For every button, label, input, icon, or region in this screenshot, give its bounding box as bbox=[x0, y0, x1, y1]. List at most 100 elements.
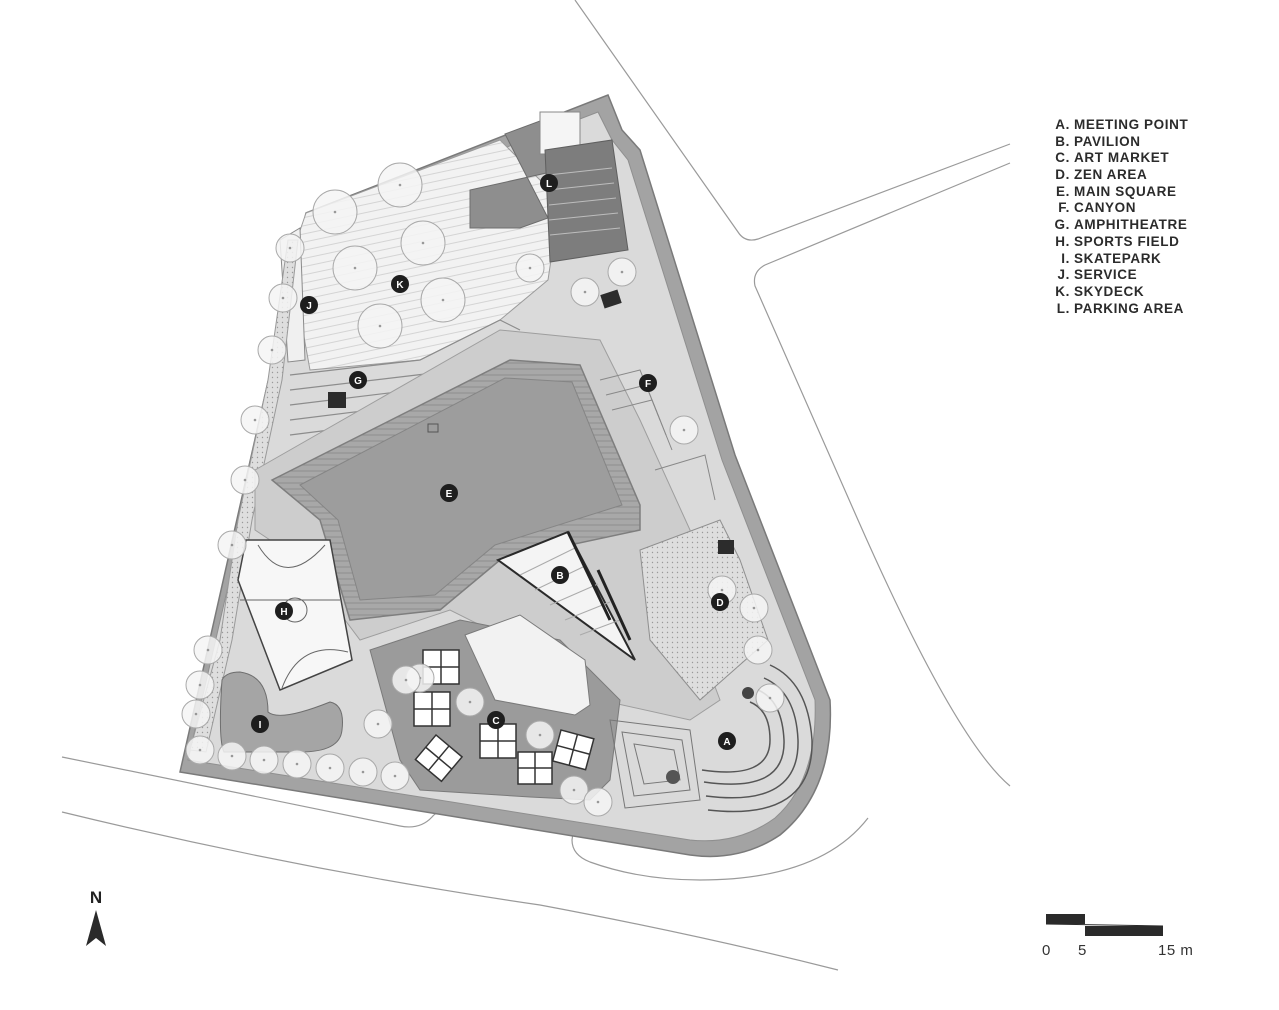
svg-text:I: I bbox=[259, 720, 262, 731]
tree-trunk bbox=[768, 696, 772, 700]
area-markers: A B C D E F G H I J K L bbox=[251, 174, 736, 750]
marker-I: I bbox=[251, 715, 269, 733]
tree-trunk bbox=[353, 266, 357, 270]
tree-trunk bbox=[198, 748, 202, 752]
pavilion bbox=[495, 530, 636, 661]
zen-stone bbox=[742, 687, 754, 699]
tree-trunk bbox=[682, 428, 686, 432]
legend-item: K.SKYDECK bbox=[1052, 284, 1188, 301]
tree-trunk bbox=[376, 722, 380, 726]
legend-key: E. bbox=[1056, 183, 1070, 199]
tree-trunk bbox=[620, 270, 624, 274]
legend-key: A. bbox=[1055, 117, 1070, 132]
legend-name: ZEN AREA bbox=[1074, 167, 1148, 183]
tree-trunk bbox=[333, 210, 337, 214]
tree-trunk bbox=[421, 241, 425, 245]
legend-key: C. bbox=[1055, 150, 1070, 166]
tree-trunk bbox=[538, 733, 542, 737]
legend-name: CANYON bbox=[1074, 200, 1137, 216]
svg-text:A: A bbox=[723, 737, 730, 748]
scale-label-end: 15 m bbox=[1158, 942, 1194, 959]
svg-text:J: J bbox=[306, 301, 312, 312]
legend-key: G. bbox=[1054, 217, 1070, 233]
tree-trunk bbox=[393, 774, 397, 778]
svg-text:E: E bbox=[446, 489, 453, 500]
legend-item: G.AMPHITHEATRE bbox=[1052, 217, 1188, 234]
street-lines bbox=[61, 0, 1011, 971]
legend-name: SERVICE bbox=[1074, 267, 1138, 283]
legend-item: J.SERVICE bbox=[1052, 267, 1188, 284]
tree-trunk bbox=[230, 754, 234, 758]
legend-name: SKYDECK bbox=[1074, 283, 1145, 299]
legend-item: F.CANYON bbox=[1052, 200, 1188, 217]
legend-name: PAVILION bbox=[1074, 133, 1141, 149]
amphitheatre-block bbox=[328, 392, 346, 408]
tree-trunk bbox=[468, 700, 472, 704]
legend-name: MAIN SQUARE bbox=[1074, 183, 1177, 199]
zen-block bbox=[718, 540, 734, 554]
legend-key: K. bbox=[1055, 283, 1070, 299]
marker-G: G bbox=[349, 371, 367, 389]
tree-trunk bbox=[361, 770, 365, 774]
legend-item: A.MEETING POINT bbox=[1052, 117, 1188, 134]
tree-trunk bbox=[378, 324, 382, 328]
north-label: N bbox=[89, 888, 103, 907]
tree-trunk bbox=[194, 712, 198, 716]
svg-text:G: G bbox=[354, 376, 362, 387]
legend-item: H.SPORTS FIELD bbox=[1052, 234, 1188, 251]
svg-text:B: B bbox=[556, 571, 563, 582]
legend-item: D.ZEN AREA bbox=[1052, 167, 1188, 184]
main-square-inner bbox=[299, 377, 623, 601]
tree-trunk bbox=[281, 296, 285, 300]
scale-label-zero: 0 bbox=[1042, 942, 1051, 959]
legend-name: ART MARKET bbox=[1074, 150, 1170, 166]
tree-trunk bbox=[243, 478, 247, 482]
tree-trunk bbox=[404, 678, 408, 682]
parking-area bbox=[469, 111, 629, 263]
legend-item: C.ART MARKET bbox=[1052, 150, 1188, 167]
tree-trunk bbox=[288, 246, 292, 250]
marker-B: B bbox=[551, 566, 569, 584]
legend-key: J. bbox=[1057, 267, 1070, 283]
sports-field bbox=[237, 539, 353, 691]
svg-text:L: L bbox=[546, 179, 552, 190]
tree-trunk bbox=[583, 290, 587, 294]
svg-text:K: K bbox=[396, 280, 404, 291]
zen-block-2 bbox=[600, 289, 622, 309]
tree-trunk bbox=[572, 788, 576, 792]
tree-trunk bbox=[398, 183, 402, 187]
tree-trunk bbox=[720, 588, 724, 592]
tree-trunk bbox=[230, 543, 234, 547]
tree-trunk bbox=[596, 800, 600, 804]
meeting-point-pit bbox=[666, 770, 680, 784]
marker-K: K bbox=[391, 275, 409, 293]
marker-E: E bbox=[440, 484, 458, 502]
marker-F: F bbox=[639, 374, 657, 392]
svg-text:D: D bbox=[716, 598, 723, 609]
market-stalls bbox=[413, 649, 595, 785]
svg-text:F: F bbox=[645, 379, 651, 390]
legend-key: B. bbox=[1055, 133, 1070, 149]
tree-trunk bbox=[328, 766, 332, 770]
marker-H: H bbox=[275, 602, 293, 620]
marker-A: A bbox=[718, 732, 736, 750]
art-market-hex bbox=[464, 614, 591, 716]
north-arrow-icon bbox=[86, 910, 106, 946]
tree-trunk bbox=[198, 683, 202, 687]
legend-key: D. bbox=[1055, 167, 1070, 183]
svg-text:H: H bbox=[280, 607, 287, 618]
scale-bar bbox=[1045, 914, 1164, 936]
legend-key: H. bbox=[1055, 233, 1070, 249]
tree-trunk bbox=[295, 762, 299, 766]
marker-C: C bbox=[487, 711, 505, 729]
north-arrow: N bbox=[84, 888, 108, 955]
tree-trunk bbox=[756, 648, 760, 652]
tree-trunk bbox=[253, 418, 257, 422]
legend-item: B.PAVILION bbox=[1052, 134, 1188, 151]
legend-item: E.MAIN SQUARE bbox=[1052, 184, 1188, 201]
legend-name: SKATEPARK bbox=[1074, 250, 1162, 266]
legend-key: F. bbox=[1058, 200, 1070, 216]
legend-item: I.SKATEPARK bbox=[1052, 251, 1188, 268]
